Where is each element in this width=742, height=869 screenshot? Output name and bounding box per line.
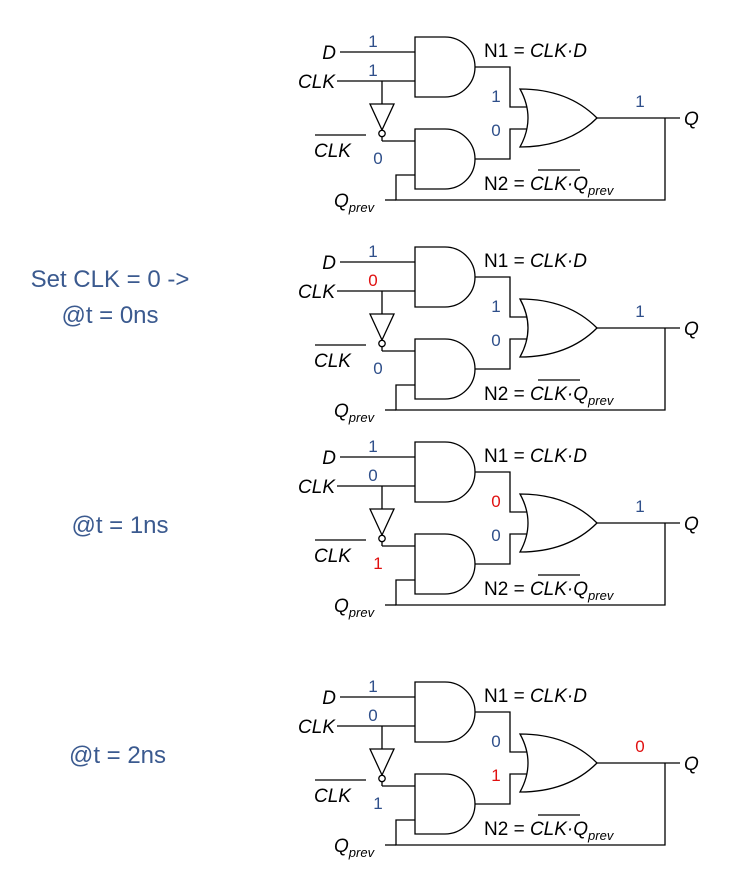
value-clk: 0 (368, 271, 377, 290)
and-gate-n2 (414, 773, 476, 835)
label-q: Q (684, 754, 699, 775)
value-clk: 0 (368, 706, 377, 725)
step-label-line-1: @t = 1ns (71, 512, 169, 539)
circuit-wires (337, 456, 680, 606)
circuit-wires (337, 696, 680, 846)
circuit-step-0: D CLK CLK Qprev Q N1 = CLK·D N2 = CLK·Qp… (0, 7, 742, 222)
step-label-line-2: @t = 0ns (61, 302, 159, 329)
and-gate-n1 (414, 681, 476, 743)
circuit-wires (337, 51, 680, 201)
label-n2: N2 = CLK·Qprev (484, 819, 615, 843)
inverter (368, 508, 396, 537)
value-clk-bar: 1 (373, 794, 382, 813)
circuit-step-3: D CLK CLK Qprev Q N1 = CLK·D N2 = CLK·Qp… (0, 652, 742, 867)
inverter-bubble (378, 339, 386, 348)
value-q: 1 (635, 302, 644, 321)
label-n2: N2 = CLK·Qprev (484, 174, 615, 198)
label-clk-bar: CLK (314, 351, 352, 372)
label-q: Q (684, 319, 699, 340)
value-n2: 0 (491, 121, 500, 140)
label-d: D (322, 688, 336, 709)
value-d: 1 (368, 437, 377, 456)
label-d: D (322, 448, 336, 469)
value-clk-bar: 1 (373, 554, 382, 573)
label-n1: N1 = CLK·D (484, 686, 587, 707)
label-clk: CLK (298, 282, 336, 303)
label-clk: CLK (298, 477, 336, 498)
inverter (368, 103, 396, 132)
and-gate-n2 (414, 338, 476, 400)
value-d: 1 (368, 677, 377, 696)
circuit-step-2: D CLK CLK Qprev Q N1 = CLK·D N2 = CLK·Qp… (0, 412, 742, 627)
label-n1: N1 = CLK·D (484, 41, 587, 62)
or-gate (518, 88, 598, 148)
label-d: D (322, 43, 336, 64)
label-clk: CLK (298, 72, 336, 93)
value-n2: 0 (491, 526, 500, 545)
value-clk: 1 (368, 61, 377, 80)
value-n1: 1 (491, 297, 500, 316)
label-clk-bar: CLK (314, 546, 352, 567)
step-label-t1: @t = 1ns (0, 508, 240, 544)
label-n1: N1 = CLK·D (484, 446, 587, 467)
label-d: D (322, 253, 336, 274)
or-gate (518, 493, 598, 553)
label-clk-bar: CLK (314, 141, 352, 162)
and-gate-n2 (414, 128, 476, 190)
label-qprev: Qprev (334, 836, 376, 860)
inverter-bubble (378, 534, 386, 543)
step-label-line-1: @t = 2ns (68, 742, 167, 769)
value-n1: 1 (491, 87, 500, 106)
label-clk: CLK (298, 717, 336, 738)
label-n2: N2 = CLK·Qprev (484, 579, 615, 603)
or-gate (518, 298, 598, 358)
value-q: 1 (635, 497, 644, 516)
value-n1: 0 (491, 732, 500, 751)
value-d: 1 (368, 32, 377, 51)
label-n1: N1 = CLK·D (484, 251, 587, 272)
value-q: 1 (635, 92, 644, 111)
circuit-step-1: D CLK CLK Qprev Q N1 = CLK·D N2 = CLK·Qp… (0, 217, 742, 432)
label-clk-bar: CLK (314, 786, 352, 807)
label-q: Q (684, 109, 699, 130)
value-clk: 0 (368, 466, 377, 485)
and-gate-n1 (414, 36, 476, 98)
and-gate-n1 (414, 246, 476, 308)
label-qprev: Qprev (334, 191, 376, 215)
and-gate-n2 (414, 533, 476, 595)
value-n2: 0 (491, 331, 500, 350)
step-label-line-1: Set CLK = 0 -> (30, 266, 190, 293)
and-gate-n1 (414, 441, 476, 503)
value-q: 0 (635, 737, 644, 756)
inverter (368, 748, 396, 777)
circuit-wires (337, 261, 680, 411)
inverter-bubble (378, 129, 386, 138)
step-label-t0: Set CLK = 0 -> @t = 0ns (0, 262, 220, 334)
label-q: Q (684, 514, 699, 535)
value-n1: 0 (491, 492, 500, 511)
inverter-bubble (378, 774, 386, 783)
or-gate (518, 733, 598, 793)
step-label-t2: @t = 2ns (0, 738, 235, 774)
value-d: 1 (368, 242, 377, 261)
value-clk-bar: 0 (373, 149, 382, 168)
label-n2: N2 = CLK·Qprev (484, 384, 615, 408)
inverter (368, 313, 396, 342)
value-n2: 1 (491, 766, 500, 785)
value-clk-bar: 0 (373, 359, 382, 378)
label-qprev: Qprev (334, 401, 376, 425)
label-qprev: Qprev (334, 596, 376, 620)
